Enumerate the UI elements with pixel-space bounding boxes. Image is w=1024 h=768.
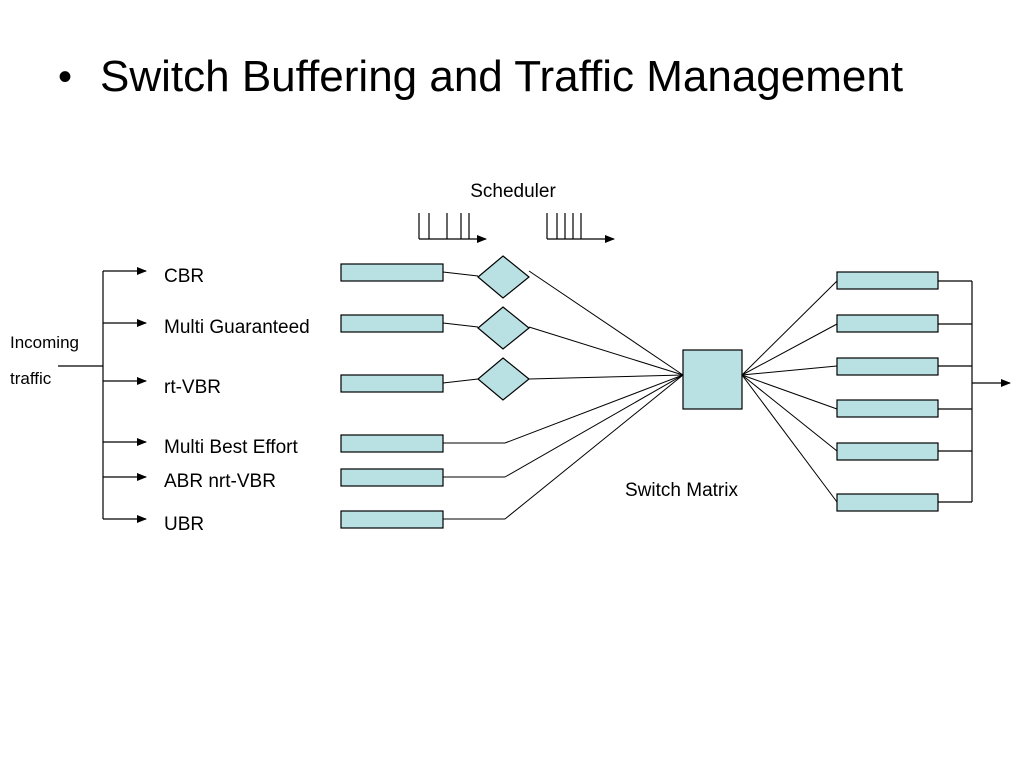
input-queue-rt-vbr: [340, 374, 444, 393]
title-bullet: •: [58, 55, 73, 99]
scheduler-diamond-3: [477, 357, 530, 401]
queue-connections: [442, 270, 684, 520]
input-queue-multi-best-effort: [340, 434, 444, 453]
class-label-multi-best-effort: Multi Best Effort: [164, 437, 298, 458]
input-queue-ubr: [340, 510, 444, 529]
incoming-label-line1: Incoming: [10, 333, 79, 352]
scheduler-pulse-train-2: [546, 213, 615, 243]
input-queue-abr-nrt-vbr: [340, 468, 444, 487]
scheduler-label: Scheduler: [470, 181, 556, 202]
class-label-multi-guaranteed: Multi Guaranteed: [164, 317, 310, 338]
output-merge-lines: [938, 280, 1011, 503]
scheduler-diamond-2: [477, 306, 530, 350]
input-queue-cbr: [340, 263, 444, 282]
output-queues: [836, 271, 939, 512]
output-queue-5: [836, 442, 939, 461]
switch-matrix-box: [682, 349, 743, 410]
output-queue-1: [836, 271, 939, 290]
output-fanout-lines: [741, 280, 838, 503]
output-queue-3: [836, 357, 939, 376]
switch-matrix-label: Switch Matrix: [625, 480, 738, 501]
scheduler-diamonds: [477, 255, 530, 401]
class-label-cbr: CBR: [164, 266, 204, 287]
scheduler-pulse-train-1: [418, 213, 487, 243]
input-queue-multi-guaranteed: [340, 314, 444, 333]
output-queue-2: [836, 314, 939, 333]
class-label-rt-vbr: rt-VBR: [164, 377, 221, 398]
scheduler-diamond-1: [477, 255, 530, 299]
class-label-ubr: UBR: [164, 514, 204, 535]
output-queue-6: [836, 493, 939, 512]
output-queue-4: [836, 399, 939, 418]
class-label-abr-nrt-vbr: ABR nrt-VBR: [164, 471, 276, 492]
input-queues: [340, 263, 444, 529]
incoming-label-line2: traffic: [10, 369, 52, 388]
incoming-branch-lines: [58, 267, 147, 523]
slide-title: Switch Buffering and Traffic Management: [100, 52, 904, 101]
title-row: • Switch Buffering and Traffic Managemen…: [58, 50, 903, 104]
